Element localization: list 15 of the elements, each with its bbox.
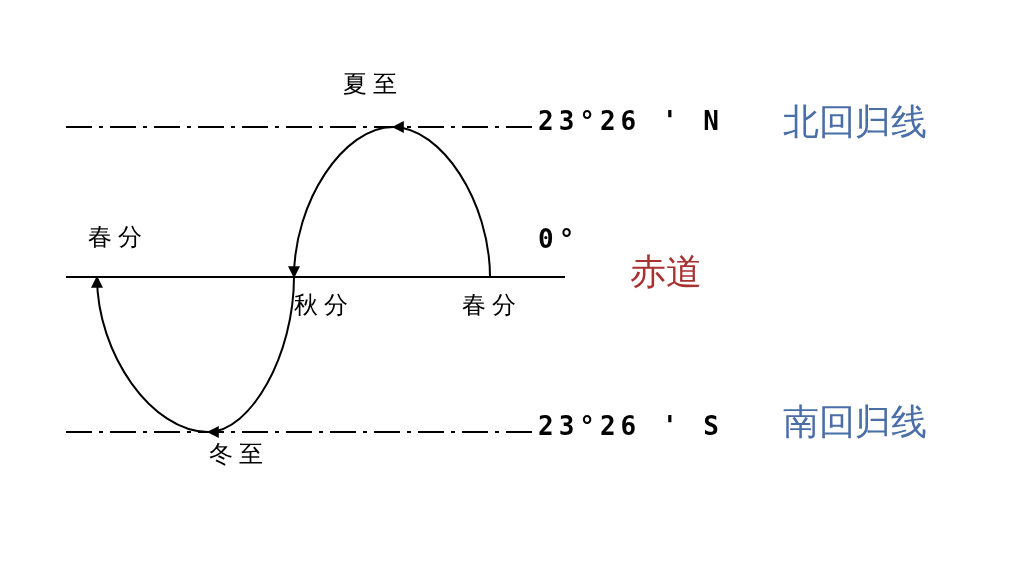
arrow-curve [206, 276, 295, 437]
arrow-curve [91, 275, 209, 433]
latitude-label: 23°26 ' N [538, 108, 724, 134]
line-name-label: 赤道 [630, 254, 702, 290]
point-label: 春分 [452, 277, 532, 317]
point-label: 秋分 [284, 277, 364, 317]
latitude-label: 23°26 ' S [538, 413, 724, 439]
point-label: 夏至 [325, 72, 420, 127]
line-name-label: 北回归线 [783, 104, 927, 140]
latitude-label: 0° [538, 226, 580, 252]
point-label: 春分 [78, 225, 158, 277]
point-label: 冬至 [195, 432, 283, 466]
arrow-curve [288, 126, 394, 279]
arrow-curve [391, 122, 491, 278]
line-name-label: 南回归线 [783, 404, 927, 440]
